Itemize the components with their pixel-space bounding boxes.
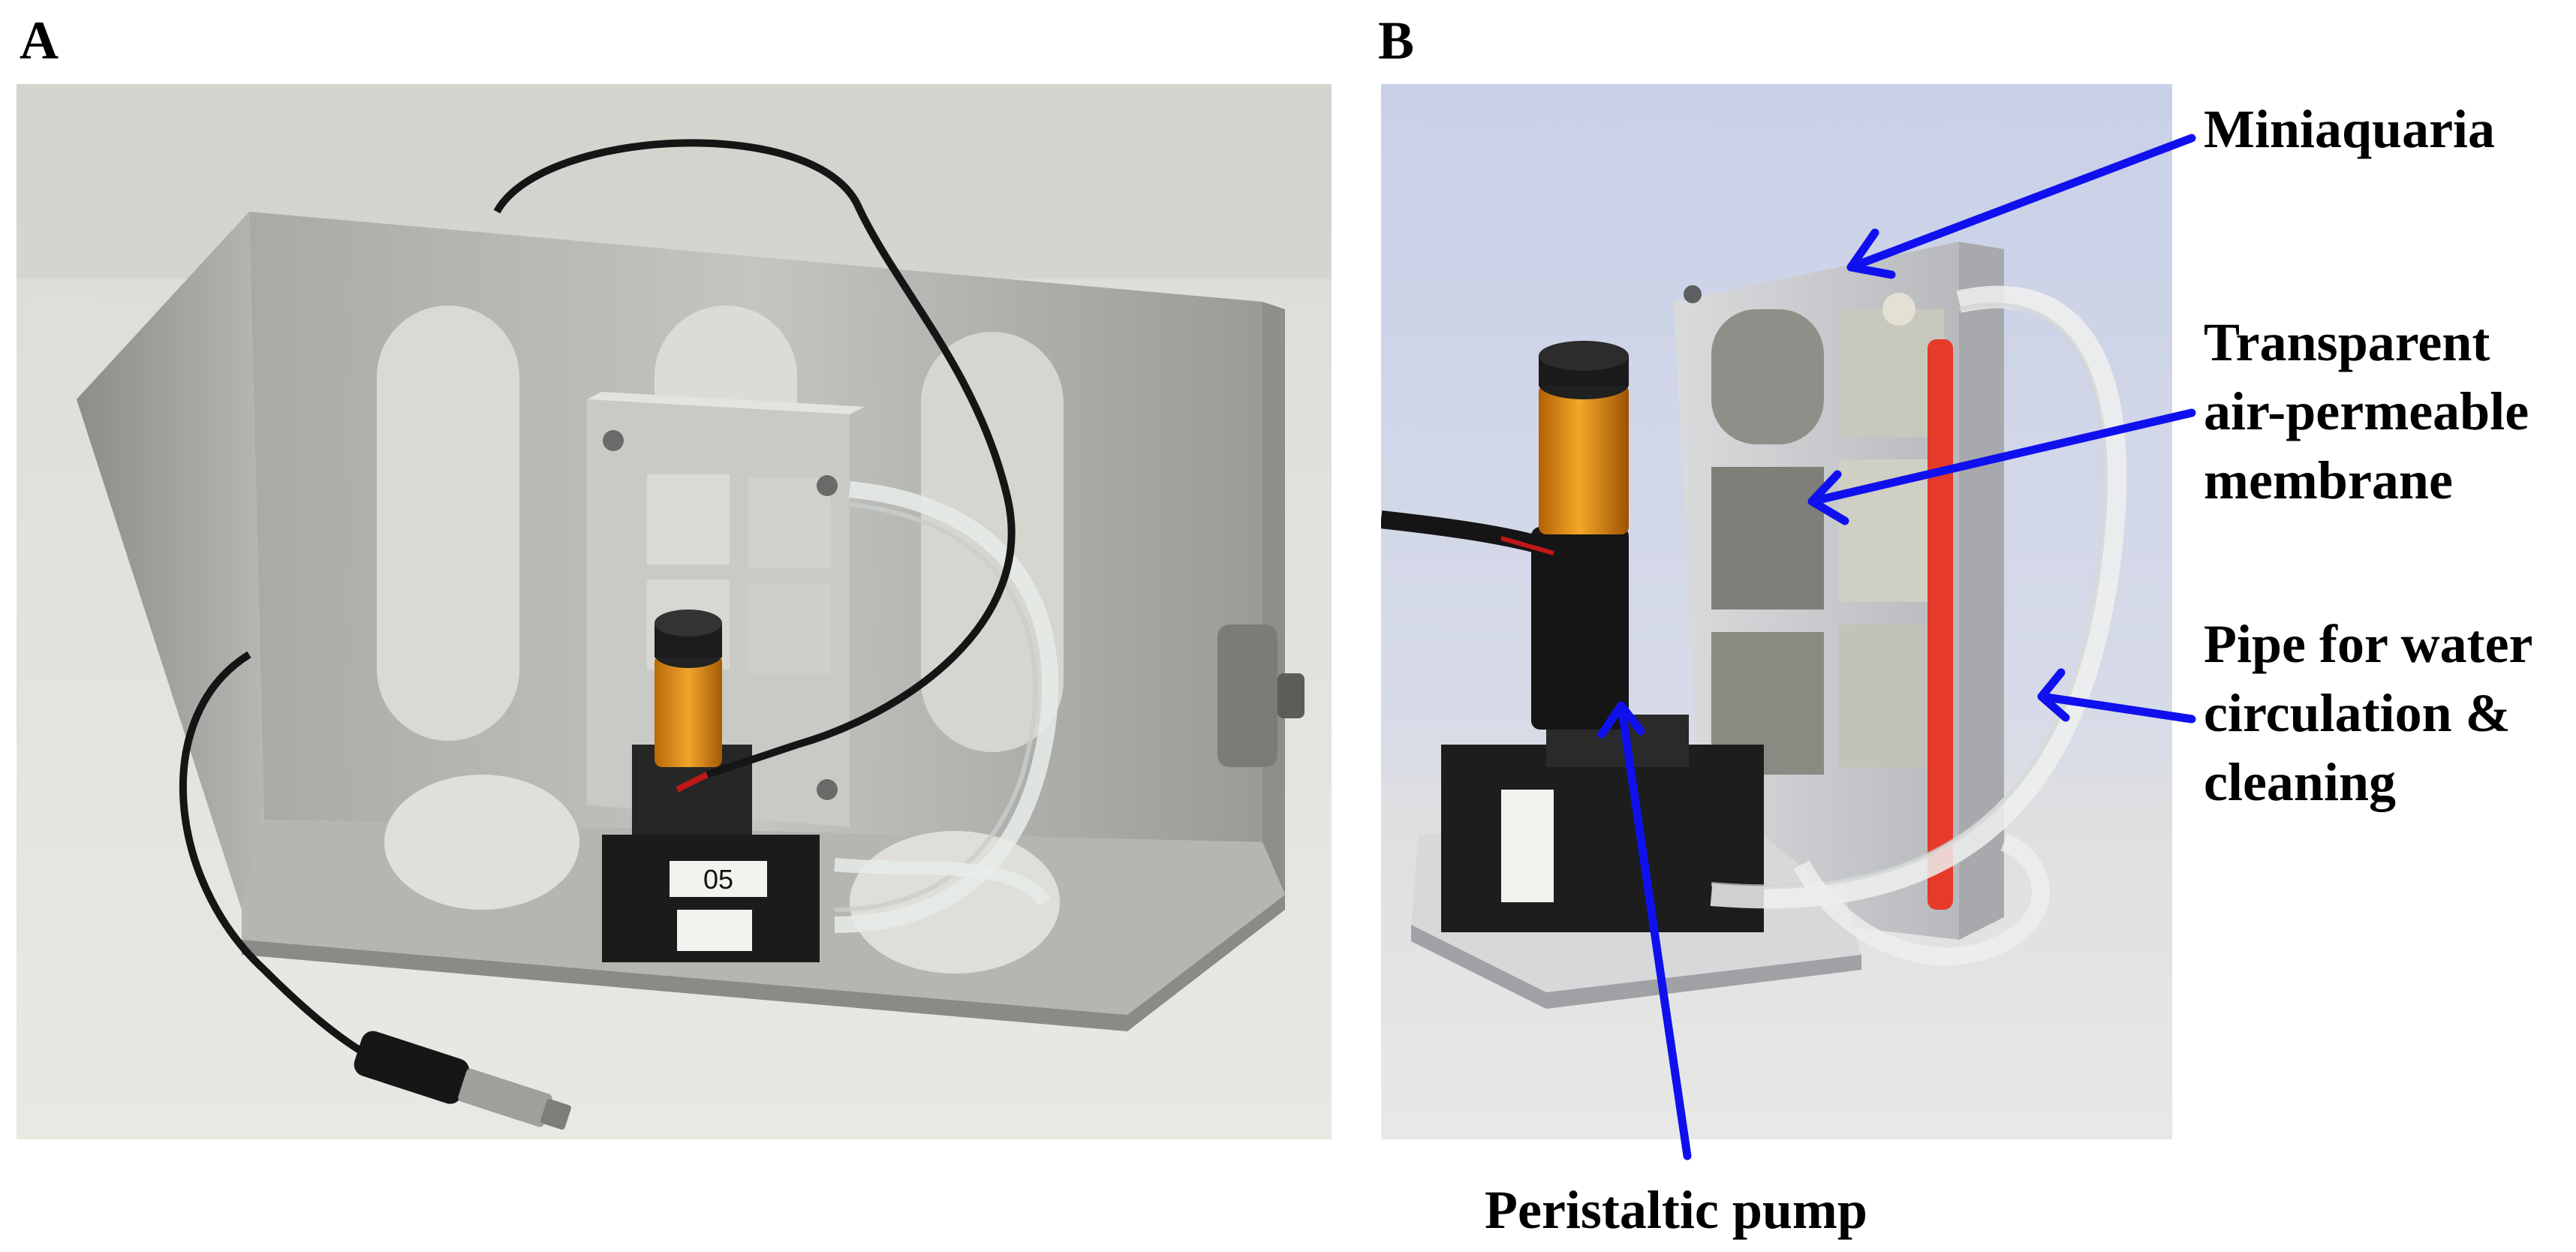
photo-a: 05 [17, 84, 1332, 1139]
photo-a-illustration: 05 [17, 84, 1332, 1139]
photo-b [1381, 84, 2172, 1139]
label-membrane-line2: air-permeable [2204, 381, 2529, 441]
panel-letter-b: B [1378, 11, 1415, 71]
photo-b-illustration [1381, 84, 2172, 1139]
pump-tag-text: 05 [703, 864, 733, 895]
panel-letter-a: A [20, 11, 59, 71]
label-peristaltic-pump: Peristaltic pump [1485, 1180, 1867, 1240]
label-membrane-line3: membrane [2204, 450, 2453, 510]
label-pipe: Pipe for water circulation & cleaning [2204, 609, 2533, 817]
label-miniaquaria: Miniaquaria [2204, 99, 2496, 159]
label-pipe-line2: circulation & [2204, 683, 2511, 743]
label-membrane: Transparent air-permeable membrane [2204, 308, 2529, 515]
label-membrane-line1: Transparent [2204, 312, 2490, 372]
label-pipe-line3: cleaning [2204, 752, 2397, 812]
label-pipe-line1: Pipe for water [2204, 614, 2533, 674]
